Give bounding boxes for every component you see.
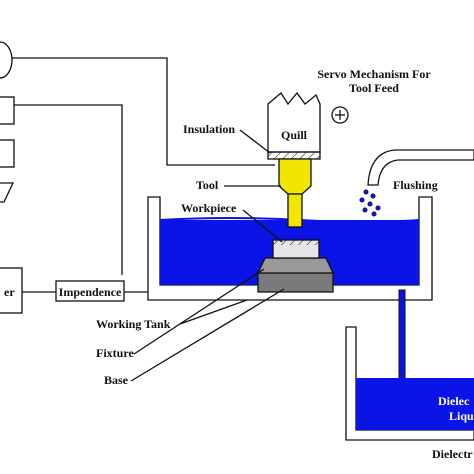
tool-electrode bbox=[287, 193, 303, 228]
partial-box-label: er bbox=[4, 285, 15, 299]
insulation-leader bbox=[239, 129, 271, 154]
working-tank-label: Working Tank bbox=[96, 317, 171, 331]
impedance-label: Impendence bbox=[59, 285, 122, 299]
base-label: Base bbox=[104, 373, 129, 387]
dielectric-reservoir-fluid bbox=[356, 378, 474, 430]
workpiece-top-hatch bbox=[273, 240, 319, 245]
working-tank-leader bbox=[179, 299, 248, 325]
dielectric-reservoir-wall bbox=[345, 326, 474, 441]
quill-label: Quill bbox=[281, 128, 308, 142]
base-leader bbox=[130, 288, 285, 382]
dielectric-label-2: Liqu bbox=[449, 409, 474, 423]
quill-body bbox=[267, 91, 321, 153]
flushing-label: Flushing bbox=[393, 178, 438, 192]
tool-label: Tool bbox=[196, 178, 219, 192]
base-block bbox=[257, 272, 334, 293]
insulation-strip bbox=[267, 151, 321, 160]
dielectric-label-1: Dielec bbox=[438, 394, 470, 408]
fixture-leader bbox=[133, 268, 265, 355]
fixture-label: Fixture bbox=[96, 346, 134, 360]
power-source-circle bbox=[0, 41, 13, 79]
servo-label-line1: Servo Mechanism For bbox=[317, 67, 431, 81]
tool-holder bbox=[278, 158, 312, 195]
flushing-pipe bbox=[367, 149, 474, 186]
workpiece-label: Workpiece bbox=[181, 201, 237, 215]
impedance-box bbox=[55, 280, 125, 302]
workpiece-leader bbox=[242, 209, 283, 243]
left-box-2 bbox=[0, 139, 15, 168]
wire-top bbox=[12, 57, 275, 166]
left-funnel-shape bbox=[0, 182, 15, 203]
wire-mid bbox=[14, 104, 123, 275]
dielectric-bottom-label: Dielectr bbox=[432, 447, 473, 461]
plus-circle-icon bbox=[331, 106, 349, 124]
insulation-label: Insulation bbox=[183, 122, 235, 136]
fixture-block bbox=[256, 257, 335, 274]
left-box-1 bbox=[0, 96, 15, 125]
flushing-nozzle-icon bbox=[359, 189, 381, 217]
left-box-controller bbox=[0, 267, 23, 314]
servo-label-line2: Tool Feed bbox=[349, 81, 399, 95]
